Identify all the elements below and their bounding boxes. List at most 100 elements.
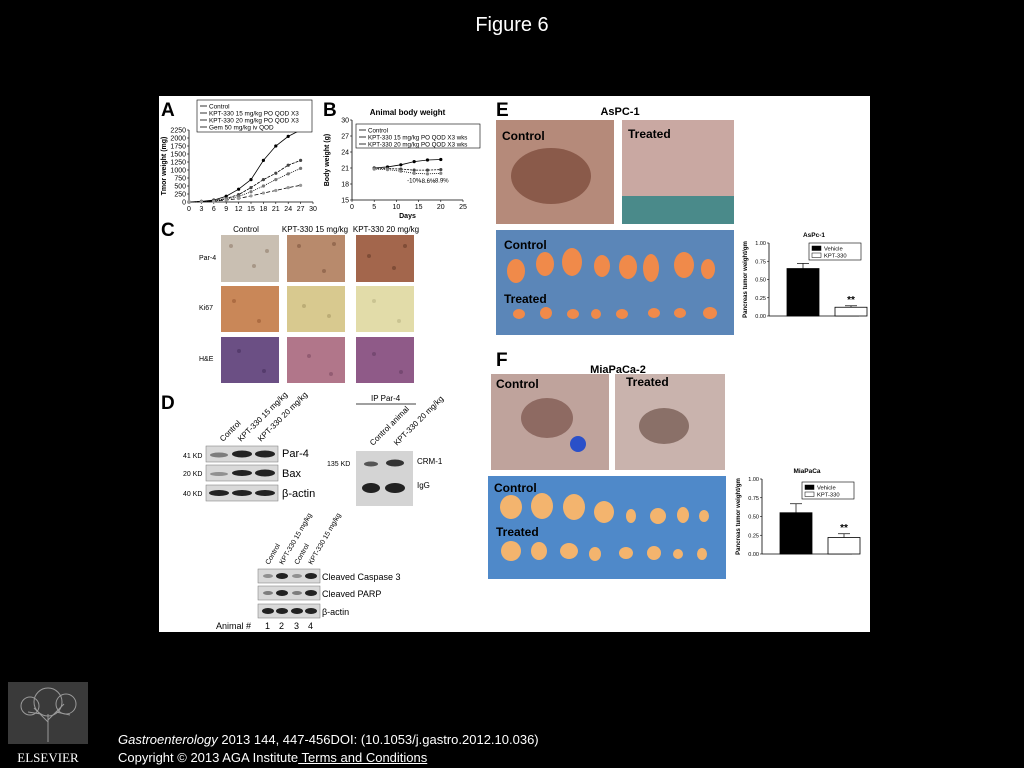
data-point — [187, 200, 191, 204]
ihc-image-par4-kpt15 — [287, 235, 345, 282]
x-tick-label: 27 — [297, 206, 305, 213]
y-tick-label: 1.00 — [755, 241, 766, 247]
citation-details: 2013 144, 447-456DOI: (10.1053/j.gastro.… — [217, 732, 539, 747]
y-axis-label: Body weight (g) — [324, 134, 331, 187]
ip-band-igg: IgG — [417, 481, 430, 490]
animal-number-4: 4 — [308, 621, 313, 631]
data-point — [439, 168, 443, 172]
significance-mark: ** — [840, 523, 848, 534]
y-tick-label: 1750 — [170, 144, 186, 151]
legend-entry: KPT-330 — [817, 492, 840, 498]
animal-number-1: 1 — [265, 621, 270, 631]
y-tick-label: 30 — [341, 118, 349, 125]
x-tick-label: 3 — [199, 206, 203, 213]
data-point — [237, 187, 241, 191]
legend-box — [196, 99, 313, 133]
x-tick-label: 15 — [247, 206, 255, 213]
logo-tree-icon — [20, 687, 77, 742]
aspc1-photo-control-label: Control — [502, 129, 545, 143]
legend-entry: Vehicle — [817, 485, 836, 491]
data-point — [286, 172, 290, 176]
data-point — [286, 134, 290, 138]
weight-change-annotation: -10% — [407, 178, 422, 184]
x-tick-label: 21 — [272, 206, 280, 213]
ip-blot-image — [356, 451, 413, 506]
x-axis-label: Days — [399, 213, 416, 220]
copyright-text: Copyright © 2013 AGA Institute — [118, 750, 299, 765]
lower-band-casp3: Cleaved Caspase 3 — [322, 572, 401, 582]
data-point — [412, 171, 416, 175]
y-tick-label: 1000 — [170, 168, 186, 175]
data-point — [372, 167, 376, 171]
x-tick-label: 18 — [260, 206, 268, 213]
lower-lane-4: KPT-330 15 mg/kg — [308, 512, 343, 566]
data-point — [212, 199, 216, 203]
legend-box — [355, 123, 481, 149]
y-tick-label: 0.00 — [748, 552, 759, 558]
y-tick-label: 18 — [341, 182, 349, 189]
ip-band-crm1: CRM-1 — [417, 457, 443, 466]
legend-entry: Control — [209, 104, 230, 111]
data-point — [274, 188, 278, 193]
legend-entry: KPT-330 15 mg/kg PO QOD X3 — [209, 111, 299, 118]
footer: Gastroenterology 2013 144, 447-456DOI: (… — [118, 731, 539, 767]
x-tick-label: 10 — [393, 204, 401, 211]
legend-box — [808, 242, 862, 261]
legend-box — [801, 481, 855, 500]
y-tick-label: 1.00 — [748, 477, 759, 483]
panel-e-label: E — [496, 100, 509, 121]
data-point — [274, 178, 278, 182]
y-tick-label: 24 — [341, 150, 349, 157]
y-tick-label: 0.25 — [748, 533, 759, 539]
panel-f-title: MiaPaCa-2 — [590, 364, 646, 376]
y-tick-label: 2250 — [170, 128, 186, 135]
y-tick-label: 2000 — [170, 136, 186, 143]
y-tick-label: 0.25 — [755, 296, 766, 302]
x-tick-label: 0 — [187, 206, 191, 213]
bar — [834, 306, 868, 317]
legend-entry: Gem 50 mg/kg iv QOD — [209, 125, 274, 132]
legend-swatch — [811, 252, 822, 258]
ihc-image-ki67-control — [221, 286, 279, 332]
animal-label: Animal # — [216, 621, 251, 631]
miapaca2-treated-tumor-area — [639, 408, 689, 444]
miapaca2-tumors-photo — [488, 476, 726, 579]
aspc1-tumors-photo — [496, 230, 734, 335]
weight-change-annotation: -8.6% — [420, 179, 436, 185]
y-tick-label: 0.50 — [755, 278, 766, 284]
y-tick-label: 0.50 — [748, 515, 759, 521]
chart-title: Animal body weight — [370, 108, 446, 117]
x-tick-label: 25 — [459, 204, 467, 211]
lower-band-actin: β-actin — [322, 607, 349, 617]
legend-swatch — [811, 245, 822, 251]
data-point — [439, 171, 443, 175]
data-point — [261, 178, 265, 182]
ihc-col-kpt20: KPT-330 20 mg/kg — [353, 225, 419, 234]
chart-title: AsPc-1 — [803, 232, 825, 239]
terms-link[interactable]: Terms and Conditions — [298, 750, 428, 765]
legend-entry: KPT-330 — [824, 253, 847, 259]
miapaca2-photo-treated-label: Treated — [626, 375, 669, 389]
series-line — [374, 168, 441, 171]
data-point — [399, 163, 403, 167]
y-axis-label: Pancreas tumor weight/gm — [743, 241, 749, 318]
bar — [827, 537, 861, 555]
series-line — [374, 159, 441, 169]
y-tick-label: 0.00 — [755, 314, 766, 320]
data-point — [237, 196, 241, 201]
miapaca2-tumors-treated-label: Treated — [496, 525, 539, 539]
data-point — [412, 168, 416, 172]
ip-kd: 135 KD — [327, 461, 350, 468]
y-tick-label: 15 — [341, 198, 349, 205]
panel-e-title: AsPC-1 — [600, 106, 639, 118]
ihc-image-ki67-kpt15 — [287, 286, 345, 332]
data-point — [261, 158, 265, 162]
y-tick-label: 0 — [182, 200, 186, 207]
legend-swatch — [804, 491, 815, 497]
citation-line: Gastroenterology 2013 144, 447-456DOI: (… — [118, 731, 539, 749]
x-tick-label: 20 — [437, 204, 445, 211]
data-point — [425, 172, 430, 176]
